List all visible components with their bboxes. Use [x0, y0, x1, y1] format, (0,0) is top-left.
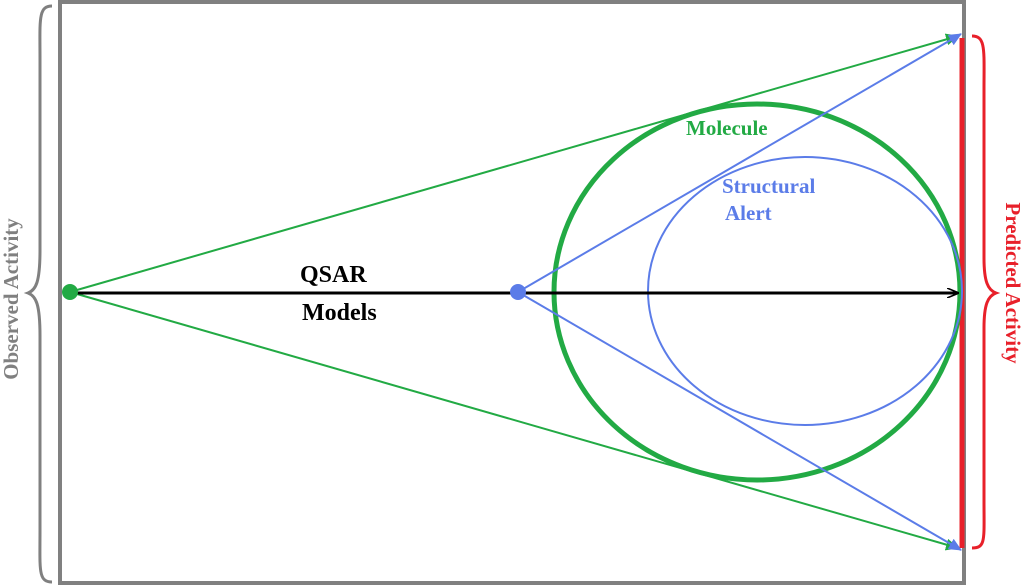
green-upper-ray [69, 33, 959, 293]
alert-label: Alert [725, 201, 772, 225]
green-lower-ray [69, 291, 959, 551]
observed-origin-dot [62, 284, 78, 300]
molecule-label: Molecule [686, 116, 768, 140]
alert-origin-dot [510, 284, 526, 300]
blue-upper-ray [517, 33, 962, 293]
observed-activity-label: Observed Activity [0, 218, 23, 380]
structural-alert-ellipse [647, 156, 963, 426]
blue-lower-ray [517, 291, 962, 551]
models-label: Models [302, 300, 377, 326]
observed-activity-brace [23, 4, 53, 584]
predicted-activity-label: Predicted Activity [1001, 202, 1024, 364]
predicted-activity-brace [971, 34, 1001, 550]
qsar-label: QSAR [300, 262, 367, 288]
structural-label: Structural [722, 174, 815, 198]
